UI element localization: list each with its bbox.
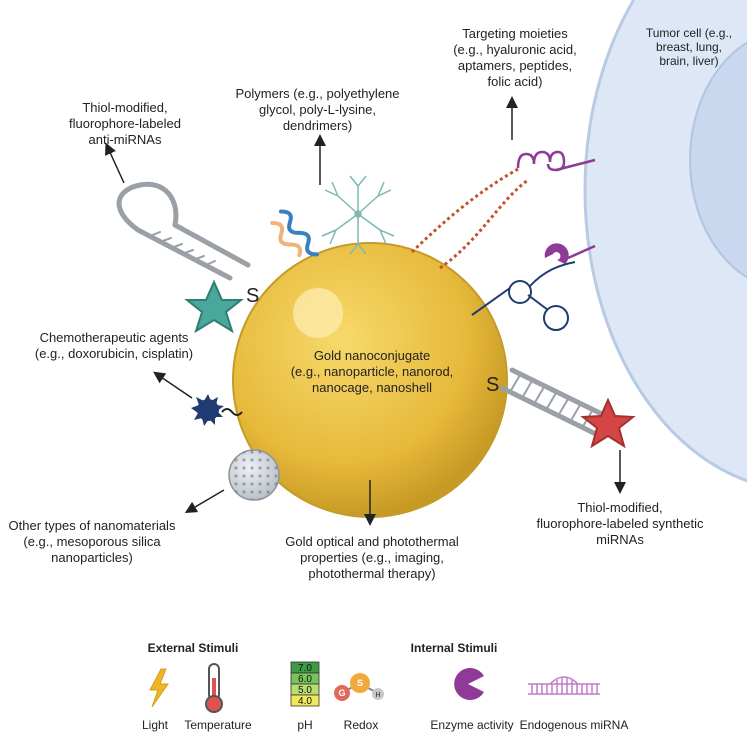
enzyme-pacman-icon xyxy=(454,668,484,700)
arrows xyxy=(105,96,626,526)
ph-value-6: 6.0 xyxy=(298,674,312,685)
teal-star-fluorophore xyxy=(184,279,244,334)
redox-atom-g: G xyxy=(338,688,345,698)
legend-ph: pH xyxy=(297,718,313,732)
ph-scale-icon: 7.0 6.0 5.0 4.0 xyxy=(290,661,320,707)
legend-external-title: External Stimuli xyxy=(147,641,239,655)
legend-endogenous-mirna: Endogenous miRNA xyxy=(519,718,629,732)
dendrimer xyxy=(321,175,395,255)
legend-internal-title: Internal Stimuli xyxy=(410,641,498,655)
legend-redox: Redox xyxy=(343,718,379,732)
label-gold-nanoconjugate: Gold nanoconjugate (e.g., nanoparticle, … xyxy=(290,348,454,395)
redox-atom-s: S xyxy=(357,678,363,688)
silica-nanoparticle xyxy=(228,449,280,501)
label-other-nanomaterials: Other types of nanomaterials (e.g., meso… xyxy=(8,518,176,565)
label-targeting: Targeting moieties (e.g., hyaluronic aci… xyxy=(453,26,577,89)
redox-atom-h: H xyxy=(375,692,380,699)
legend-light: Light xyxy=(141,718,169,732)
endogenous-mirna-icon xyxy=(528,676,600,695)
label-chemo: Chemotherapeutic agents (e.g., doxorubic… xyxy=(34,330,194,361)
chemo-agent-particle xyxy=(191,394,243,426)
light-icon xyxy=(149,668,169,708)
tumor-cell xyxy=(583,0,747,483)
thiol-left: S xyxy=(246,285,259,307)
gold-nanoconjugate xyxy=(232,242,508,518)
thermometer-icon xyxy=(205,663,223,713)
red-star-fluorophore xyxy=(580,397,636,449)
aptamer-structure xyxy=(516,150,596,172)
label-synthetic-mirna: Thiol-modified, fluorophore-labeled synt… xyxy=(536,500,704,547)
enzyme-cleavable-aptamer xyxy=(471,243,596,331)
redox-molecule-icon: G S H xyxy=(334,673,384,701)
legend-enzyme: Enzyme activity xyxy=(430,718,514,732)
label-tumor-cell: Tumor cell (e.g., breast, lung, brain, l… xyxy=(645,26,733,68)
thiol-right: S xyxy=(486,374,499,396)
synthetic-mirna-duplex xyxy=(499,367,613,439)
polymer-chains xyxy=(270,209,319,258)
ph-value-4: 4.0 xyxy=(298,696,312,707)
ph-value-7: 7.0 xyxy=(298,663,312,674)
hairpin-anti-mirna xyxy=(116,181,251,281)
label-optical-properties: Gold optical and photothermal properties… xyxy=(285,534,459,581)
label-anti-mirna: Thiol-modified, fluorophore-labeled anti… xyxy=(68,100,182,147)
label-polymers: Polymers (e.g., polyethylene glycol, pol… xyxy=(235,86,400,133)
legend-temperature: Temperature xyxy=(184,718,252,732)
targeting-strands xyxy=(410,166,529,270)
ph-value-5: 5.0 xyxy=(298,685,312,696)
